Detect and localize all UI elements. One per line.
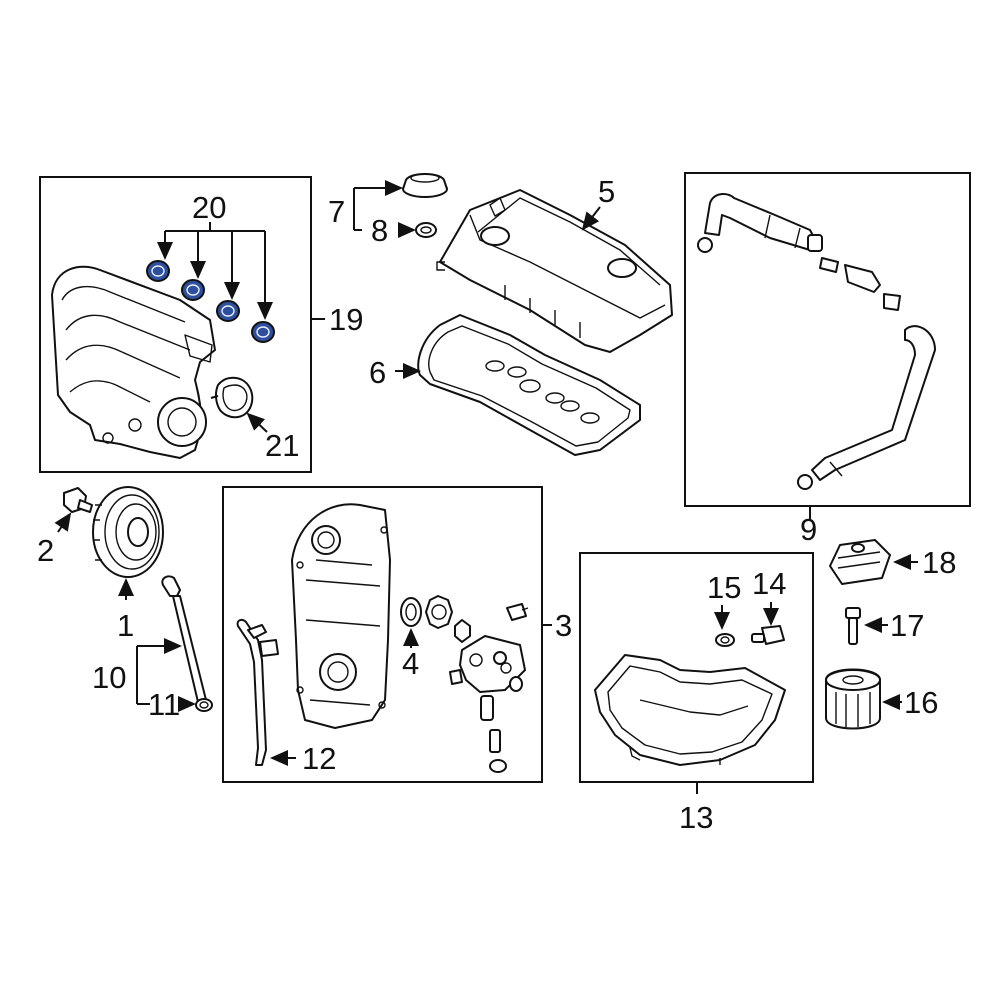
oil-cooler-bolt[interactable] xyxy=(845,607,861,645)
oil-pump-relief-parts[interactable] xyxy=(480,695,507,773)
callout-17: 17 xyxy=(890,608,924,643)
intake-manifold-group-box xyxy=(39,176,312,473)
dipstick-tube[interactable] xyxy=(236,618,267,766)
dipstick-o-ring[interactable] xyxy=(195,698,213,712)
callout-15: 15 xyxy=(707,570,741,605)
dipstick-tube-bolt[interactable] xyxy=(259,639,279,657)
oil-cooler[interactable] xyxy=(829,539,891,585)
intake-manifold[interactable] xyxy=(51,265,216,459)
callout-1: 1 xyxy=(117,608,134,643)
intake-port-gaskets-20[interactable] xyxy=(146,260,275,343)
pcv-hose-lower[interactable] xyxy=(797,325,936,490)
callout-18: 18 xyxy=(922,545,956,580)
crank-pulley-bolt[interactable] xyxy=(63,487,93,513)
front-crank-seal[interactable] xyxy=(400,597,422,627)
valve-cover-gasket[interactable] xyxy=(417,314,641,456)
callout-4: 4 xyxy=(402,646,419,681)
callout-12: 12 xyxy=(302,741,336,776)
callout-16: 16 xyxy=(904,685,938,720)
callout-8: 8 xyxy=(371,213,388,248)
callout-2: 2 xyxy=(37,533,54,568)
callout-3: 3 xyxy=(555,608,572,643)
pcv-valve-fittings[interactable] xyxy=(819,257,901,311)
oil-pump-body[interactable] xyxy=(449,635,526,693)
intake-gasket-21[interactable] xyxy=(210,376,254,419)
callout-9: 9 xyxy=(800,512,817,547)
pcv-hose-group-box xyxy=(684,172,971,507)
callout-11: 11 xyxy=(148,687,180,722)
callout-19: 19 xyxy=(329,302,363,337)
pcv-hose-upper[interactable] xyxy=(697,193,823,253)
oil-filler-cap[interactable] xyxy=(402,173,448,198)
callout-14: 14 xyxy=(752,566,786,601)
timing-cover-group-box xyxy=(222,486,543,783)
oil-pump-rotors[interactable] xyxy=(425,595,471,643)
oil-filter[interactable] xyxy=(825,668,881,730)
callout-6: 6 xyxy=(369,355,386,390)
drain-plug-washer[interactable] xyxy=(715,633,735,647)
callout-20: 20 xyxy=(192,190,226,225)
oil-dipstick[interactable] xyxy=(161,575,207,703)
crankshaft-pulley[interactable] xyxy=(92,486,164,578)
callout-13: 13 xyxy=(679,800,713,835)
callout-7: 7 xyxy=(328,194,345,229)
callout-5: 5 xyxy=(598,174,615,209)
oil-drain-plug[interactable] xyxy=(751,625,785,645)
callout-21: 21 xyxy=(265,428,299,463)
timing-chain-cover[interactable] xyxy=(291,503,391,729)
timing-cover-bolt[interactable] xyxy=(506,603,529,621)
callout-10: 10 xyxy=(92,660,126,695)
oil-cap-o-ring[interactable] xyxy=(415,222,437,238)
oil-pan[interactable] xyxy=(594,654,786,766)
valve-cover[interactable] xyxy=(436,189,673,353)
